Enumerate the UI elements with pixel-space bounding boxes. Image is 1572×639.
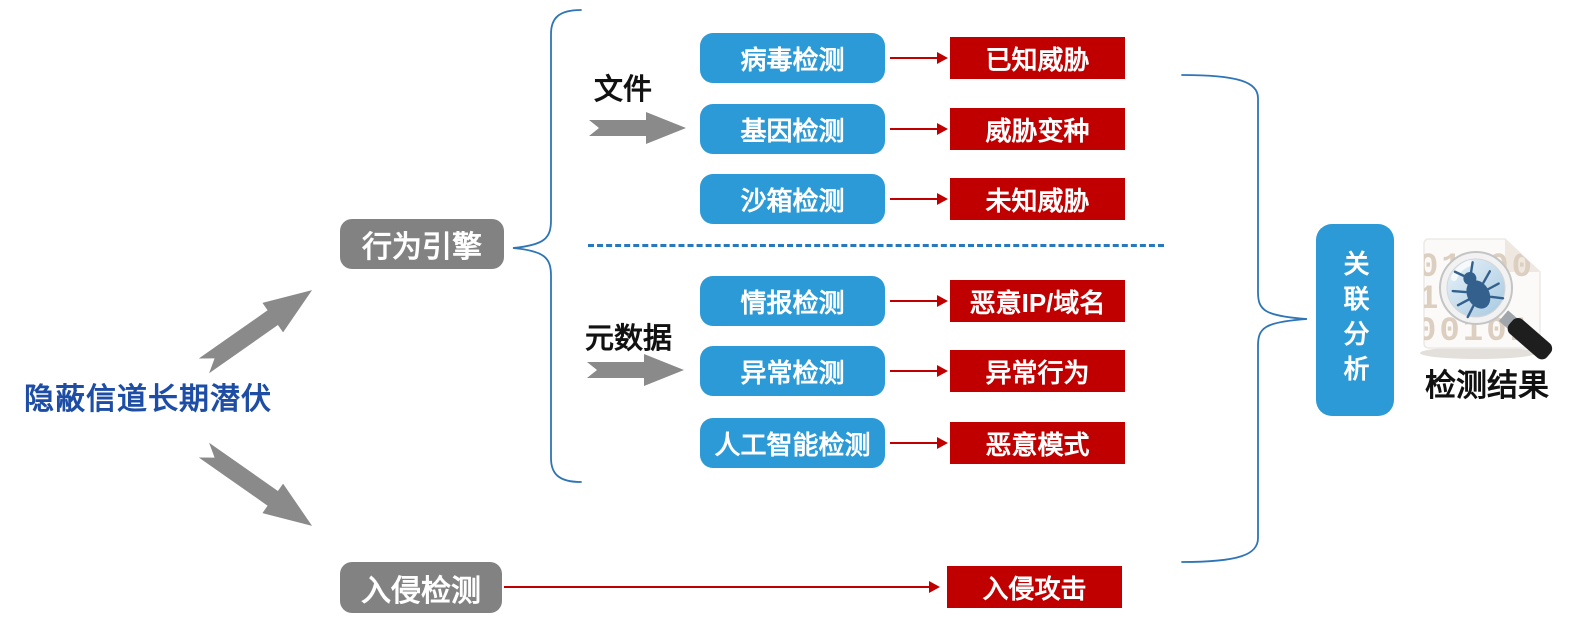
file-arrow-icon <box>589 112 686 144</box>
arrow-connector <box>890 437 948 449</box>
intrusion-result-box: 入侵攻击 <box>947 566 1122 608</box>
source-label: 隐蔽信道长期潜伏 <box>24 383 272 416</box>
arrow-connector <box>890 295 948 307</box>
left-brace <box>512 9 582 483</box>
detection-row: 异常检测 异常行为 <box>700 346 1125 396</box>
right-brace <box>1181 74 1308 563</box>
metadata-input-label: 元数据 <box>585 323 673 355</box>
detection-result-label: 检测结果 <box>1425 368 1549 403</box>
intrusion-detection-box: 入侵检测 <box>340 562 502 613</box>
arrow-connector <box>890 52 948 64</box>
detection-box: 异常检测 <box>700 346 885 396</box>
detection-row: 基因检测 威胁变种 <box>700 104 1125 154</box>
detection-result-icon: 01 00 11 00101 <box>1420 238 1553 360</box>
arrow-connector <box>890 123 948 135</box>
correlation-analysis-box: 关联分析 <box>1316 224 1394 416</box>
correlation-analysis-label: 关联分析 <box>1340 250 1370 390</box>
result-box: 威胁变种 <box>950 108 1125 150</box>
detection-row: 沙箱检测 未知威胁 <box>700 174 1125 224</box>
intrusion-arrow-connector <box>504 581 940 593</box>
file-input-label: 文件 <box>594 74 653 106</box>
detection-box: 基因检测 <box>700 104 885 154</box>
result-box: 未知威胁 <box>950 178 1125 220</box>
arrow-connector <box>890 365 948 377</box>
group-divider-dashed-line <box>588 244 1164 247</box>
up-right-arrow-icon <box>198 290 313 374</box>
behavior-engine-box: 行为引擎 <box>340 219 504 269</box>
detection-row: 情报检测 恶意IP/域名 <box>700 276 1125 326</box>
detection-box: 沙箱检测 <box>700 174 885 224</box>
detection-box: 人工智能检测 <box>700 418 885 468</box>
down-right-arrow-icon <box>198 442 313 526</box>
metadata-arrow-icon <box>587 354 684 386</box>
result-box: 已知威胁 <box>950 37 1125 79</box>
detection-box: 情报检测 <box>700 276 885 326</box>
result-box: 恶意模式 <box>950 422 1125 464</box>
detection-row: 病毒检测 已知威胁 <box>700 33 1125 83</box>
result-box: 异常行为 <box>950 350 1125 392</box>
detection-row: 人工智能检测 恶意模式 <box>700 418 1125 468</box>
detection-box: 病毒检测 <box>700 33 885 83</box>
arrow-connector <box>890 193 948 205</box>
result-box: 恶意IP/域名 <box>950 280 1125 322</box>
